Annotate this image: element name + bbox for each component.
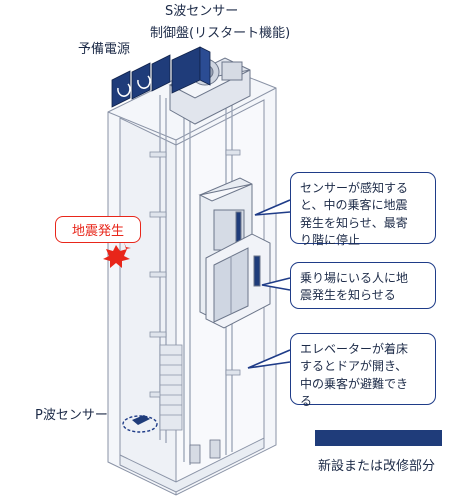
controller-panel bbox=[171, 46, 211, 94]
callout-pointers bbox=[247, 199, 291, 369]
backup-power-label: 予備電源 bbox=[78, 42, 131, 57]
earthquake-badge: 地震発生 bbox=[55, 216, 141, 243]
p-wave-sensor bbox=[122, 415, 158, 433]
legend-swatch bbox=[315, 430, 442, 446]
callout-stop-nearest-floor: センサーが感知する と、中の乗客に地震 発生を知らせ、最寄 り階に停止 bbox=[290, 172, 436, 247]
counterweight bbox=[159, 344, 183, 431]
earthquake-burst-icon bbox=[103, 242, 131, 268]
landing-door bbox=[205, 233, 271, 329]
shaft-pit bbox=[119, 437, 265, 493]
controller-label: 制御盤(リスタート機能) bbox=[150, 26, 291, 41]
backup-power-units bbox=[111, 54, 171, 108]
s-wave-sensor-label: S波センサー bbox=[165, 4, 239, 19]
callout-notify-landing: 乗り場にいる人に地 震発生を知らせる bbox=[290, 262, 436, 309]
callout-doors-open: エレベーターが着床 するとドアが開き、 中の乗客が避難でき る bbox=[290, 333, 436, 408]
pit-buffers bbox=[189, 439, 221, 464]
p-wave-sensor-label: P波センサー bbox=[35, 408, 108, 423]
legend-label: 新設または改修部分 bbox=[318, 459, 436, 474]
